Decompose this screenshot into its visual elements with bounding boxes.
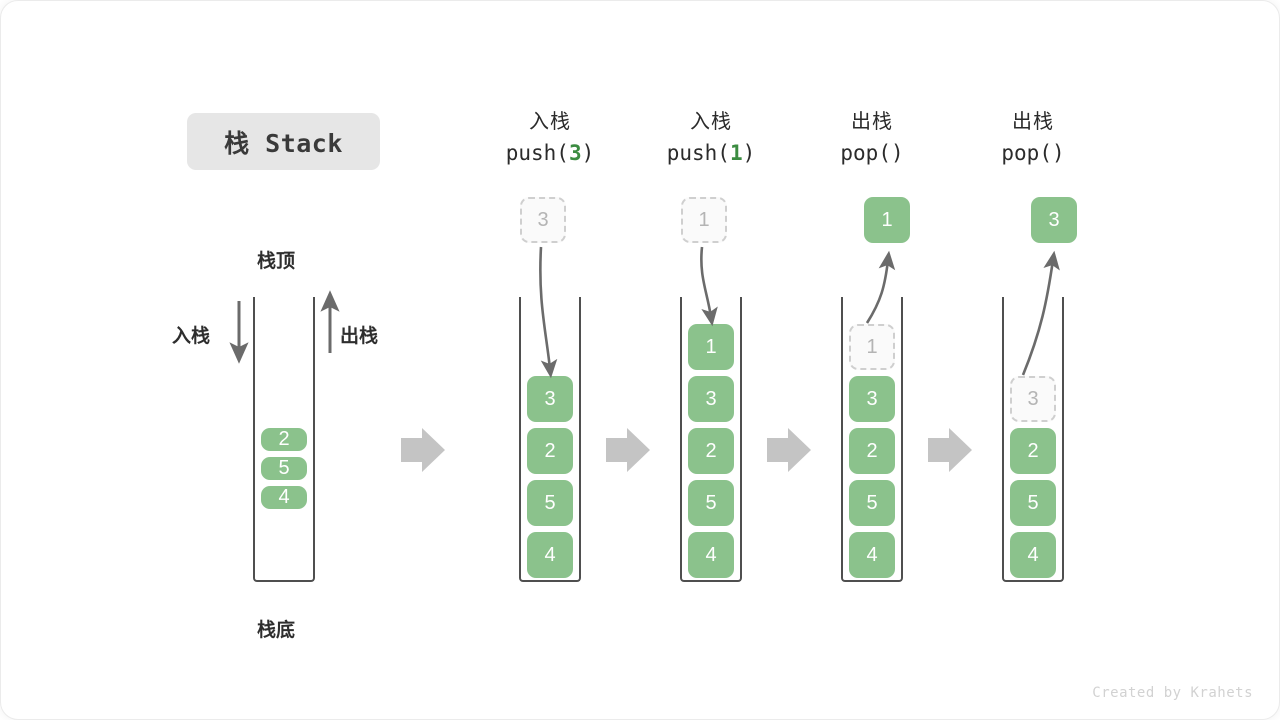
column-header-push-1: 入栈 push(1): [616, 107, 806, 169]
popped-box-1: 1: [864, 197, 910, 243]
incoming-box-3: 3: [520, 197, 566, 243]
incoming-box-value: 3: [537, 208, 549, 231]
code-suffix: ): [742, 141, 756, 165]
column-header-cn: 入栈: [529, 111, 571, 133]
code-prefix: pop(): [840, 141, 904, 165]
stack-cell: 4: [688, 532, 734, 578]
stack-cell: 5: [1010, 480, 1056, 526]
stack-cell: 5: [688, 480, 734, 526]
code-arg: 3: [568, 141, 582, 165]
stack-cell-value: 2: [544, 439, 556, 462]
column-header-code: push(1): [616, 137, 806, 169]
stack-container: [841, 297, 903, 582]
page-title: 栈 Stack: [224, 128, 343, 158]
stack-cell: 3: [849, 376, 895, 422]
incoming-box-value: 1: [698, 208, 710, 231]
stack-cell: 2: [527, 428, 573, 474]
column-header-code: pop(): [938, 137, 1128, 169]
stack-bottom-label: 栈底: [257, 620, 296, 641]
stack-cell-value: 3: [544, 387, 556, 410]
stack-cell-value: 1: [866, 335, 878, 358]
pop-side-label: 出栈: [340, 326, 379, 347]
stack-top-label: 栈顶: [257, 251, 296, 272]
stack-container: [253, 297, 315, 582]
stack-cell: 2: [849, 428, 895, 474]
stack-cell: 4: [261, 486, 307, 509]
stack-cell-value: 3: [1027, 387, 1039, 410]
stack-cells: 1 3 2 5 4: [680, 324, 742, 578]
stack-cells: 3 2 5 4: [1002, 376, 1064, 578]
column-header-code: pop(): [777, 137, 967, 169]
stack-cell: 4: [849, 532, 895, 578]
popped-box-value: 1: [881, 208, 893, 231]
stack-cell: 3: [688, 376, 734, 422]
column-header-code: push(3): [455, 137, 645, 169]
push-side-label: 入栈: [172, 326, 211, 347]
code-prefix: pop(): [1001, 141, 1065, 165]
stack-cell-value: 5: [278, 457, 290, 479]
footer-credit: Created by Krahets: [1092, 685, 1253, 701]
stack-cell-value: 4: [278, 486, 290, 508]
stack-container: [1002, 297, 1064, 582]
code-prefix: push(: [666, 141, 730, 165]
stack-cell: 5: [527, 480, 573, 526]
stack-cell: 3: [527, 376, 573, 422]
stack-cell-value: 4: [705, 543, 717, 566]
popped-box-3: 3: [1031, 197, 1077, 243]
column-header-cn: 入栈: [690, 111, 732, 133]
stack-cells: 3 2 5 4: [519, 376, 581, 578]
stack-cell-value: 5: [866, 491, 878, 514]
stack-cell-value: 3: [705, 387, 717, 410]
block-arrow-4: [928, 428, 972, 472]
stack-cell-ghost: 3: [1010, 376, 1056, 422]
stack-cell-value: 3: [866, 387, 878, 410]
stack-cell-value: 2: [1027, 439, 1039, 462]
stack-cell: 2: [688, 428, 734, 474]
code-arg: 1: [729, 141, 743, 165]
stack-cell-ghost: 1: [849, 324, 895, 370]
stack-cell-value: 5: [1027, 491, 1039, 514]
stack-cell: 2: [261, 428, 307, 451]
title-badge: 栈 Stack: [187, 113, 380, 170]
stack-cell: 1: [688, 324, 734, 370]
stack-cell-value: 2: [705, 439, 717, 462]
stack-cell-value: 4: [544, 543, 556, 566]
block-arrow-3: [767, 428, 811, 472]
stack-cells: 1 3 2 5 4: [841, 324, 903, 578]
stack-cell: 5: [849, 480, 895, 526]
stack-cell-value: 5: [705, 491, 717, 514]
column-header-cn: 出栈: [851, 111, 893, 133]
column-header-pop-3: 出栈 pop(): [938, 107, 1128, 169]
column-header-pop-1: 出栈 pop(): [777, 107, 967, 169]
stack-cell-value: 2: [278, 428, 290, 450]
popped-box-value: 3: [1048, 208, 1060, 231]
stack-cell: 2: [1010, 428, 1056, 474]
stack-cell-value: 4: [1027, 543, 1039, 566]
stack-container: [680, 297, 742, 582]
column-header-cn: 出栈: [1012, 111, 1054, 133]
stack-cell-value: 4: [866, 543, 878, 566]
incoming-box-1: 1: [681, 197, 727, 243]
stack-container: [519, 297, 581, 582]
column-header-push-3: 入栈 push(3): [455, 107, 645, 169]
stack-cell: 4: [1010, 532, 1056, 578]
stack-cell-value: 2: [866, 439, 878, 462]
block-arrow-1: [401, 428, 445, 472]
block-arrow-2: [606, 428, 650, 472]
code-prefix: push(: [505, 141, 569, 165]
stack-cell: 5: [261, 457, 307, 480]
stack-cell-value: 1: [705, 335, 717, 358]
code-suffix: ): [581, 141, 595, 165]
stack-cell: 4: [527, 532, 573, 578]
stack-cell-value: 5: [544, 491, 556, 514]
